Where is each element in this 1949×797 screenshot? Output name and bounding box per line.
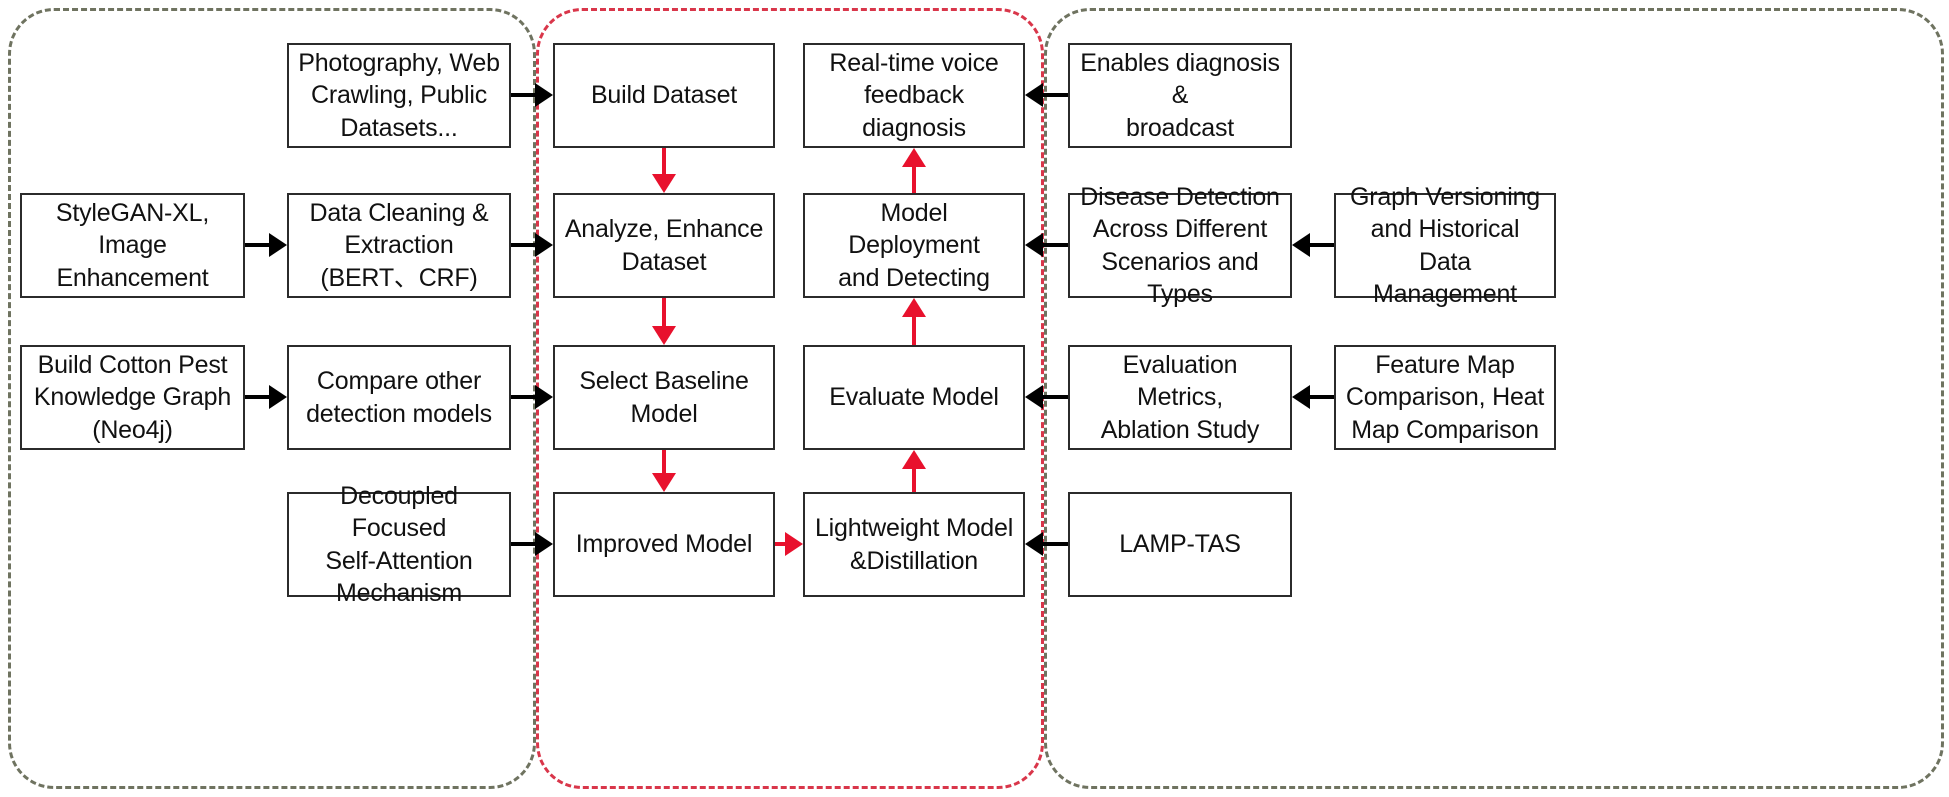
arrow-head-right-icon (535, 233, 553, 257)
arrow-head-left-icon (1292, 385, 1310, 409)
arrow-head-right-icon (535, 385, 553, 409)
arrow-shaft (912, 163, 916, 193)
arrow-shaft (1038, 243, 1068, 247)
arrow-stylegan-to-data-cleaning (245, 233, 287, 257)
arrow-head-up-icon (902, 298, 926, 317)
arrow-shaft (511, 395, 540, 399)
arrow-shaft (775, 542, 790, 546)
arrow-shaft (1305, 243, 1334, 247)
arrow-shaft (912, 313, 916, 345)
arrow-head-down-icon (652, 174, 676, 193)
arrow-shaft (662, 450, 666, 477)
node-label: LAMP-TAS (1119, 530, 1241, 559)
arrow-model-deployment-to-realtime-voice (902, 148, 926, 193)
arrow-head-right-icon (269, 385, 287, 409)
arrow-disease-detection-to-model-deployment (1025, 233, 1068, 257)
arrow-shaft (511, 542, 540, 546)
arrow-head-left-icon (1025, 233, 1043, 257)
arrow-shaft (912, 465, 916, 492)
arrow-head-up-icon (902, 148, 926, 167)
arrow-shaft (662, 148, 666, 178)
arrow-analyze-to-select-baseline (652, 298, 676, 345)
arrow-self-attention-to-improved-model (511, 532, 553, 556)
node-label: Evaluate Model (829, 383, 999, 412)
arrow-data-cleaning-to-analyze (511, 233, 553, 257)
arrow-head-right-icon (535, 532, 553, 556)
node-evaluation-metrics-ablation-study[interactable]: Evaluation Metrics,Ablation Study (1068, 345, 1292, 450)
node-lightweight-model-distillation[interactable]: Lightweight Model&Distillation (803, 492, 1025, 597)
arrow-shaft (1038, 542, 1068, 546)
node-build-dataset[interactable]: Build Dataset (553, 43, 775, 148)
arrow-head-right-icon (269, 233, 287, 257)
arrow-build-dataset-to-analyze (652, 148, 676, 193)
arrow-compare-models-to-select-baseline (511, 385, 553, 409)
arrow-head-up-icon (902, 450, 926, 469)
arrow-shaft (1305, 395, 1334, 399)
arrow-head-left-icon (1025, 532, 1043, 556)
node-label: Data Cleaning &Extraction(BERT、CRF) (309, 198, 489, 292)
arrow-shaft (511, 93, 540, 97)
node-improved-model[interactable]: Improved Model (553, 492, 775, 597)
arrow-lamp-tas-to-lightweight-model (1025, 532, 1068, 556)
node-label: Improved Model (575, 530, 753, 559)
arrow-lightweight-model-to-evaluate-model (902, 450, 926, 492)
arrow-shaft (245, 395, 274, 399)
arrow-improved-model-to-lightweight-model (775, 532, 803, 556)
arrow-head-left-icon (1292, 233, 1310, 257)
arrow-head-left-icon (1025, 83, 1043, 107)
node-data-cleaning-extraction[interactable]: Data Cleaning &Extraction(BERT、CRF) (287, 193, 511, 298)
arrow-head-down-icon (652, 473, 676, 492)
node-label: Lightweight Model&Distillation (814, 514, 1014, 575)
arrow-head-right-icon (785, 532, 803, 556)
arrow-shaft (245, 243, 274, 247)
arrow-photography-to-build-dataset (511, 83, 553, 107)
node-label: Build Dataset (590, 81, 738, 110)
arrow-shaft (662, 298, 666, 330)
node-label: Evaluation Metrics,Ablation Study (1100, 350, 1260, 444)
node-label: Enables diagnosis &broadcast (1080, 48, 1280, 142)
node-evaluate-model[interactable]: Evaluate Model (803, 345, 1025, 450)
arrow-feature-map-to-evaluation-metrics (1292, 385, 1334, 409)
arrow-head-right-icon (535, 83, 553, 107)
arrow-head-down-icon (652, 326, 676, 345)
arrow-shaft (1038, 395, 1068, 399)
arrow-graph-versioning-to-disease-detection (1292, 233, 1334, 257)
arrow-shaft (1038, 93, 1068, 97)
arrow-enables-diagnosis-to-realtime-voice (1025, 83, 1068, 107)
arrow-evaluation-metrics-to-evaluate-model (1025, 385, 1068, 409)
arrow-shaft (511, 243, 540, 247)
arrow-select-baseline-to-improved-model (652, 450, 676, 492)
node-enables-diagnosis-broadcast[interactable]: Enables diagnosis &broadcast (1068, 43, 1292, 148)
node-lamp-tas[interactable]: LAMP-TAS (1068, 492, 1292, 597)
arrow-evaluate-model-to-model-deployment (902, 298, 926, 345)
arrow-head-left-icon (1025, 385, 1043, 409)
arrow-knowledge-graph-to-compare-models (245, 385, 287, 409)
